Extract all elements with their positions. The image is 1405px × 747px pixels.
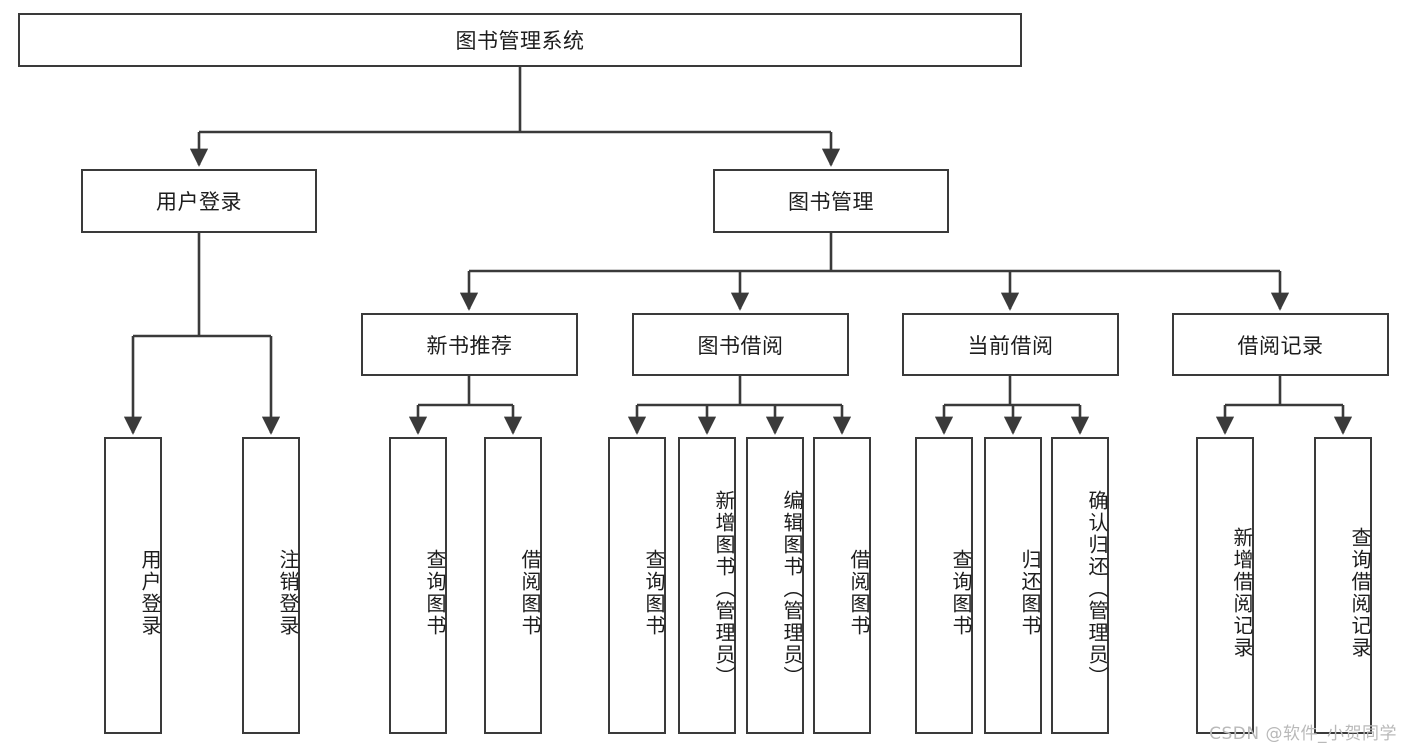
- leaf-new-book-0[interactable]: 查询图书: [389, 437, 447, 734]
- leaf-current-borrow-0-label: 查询图书: [949, 548, 973, 637]
- leaf-book-borrow-0-label: 查询图书: [642, 548, 666, 637]
- node-user-login-label: 用户登录: [156, 190, 242, 214]
- leaf-new-book-0-label: 查询图书: [423, 548, 447, 637]
- leaf-book-borrow-2-label: 编辑图书（管理员）: [780, 489, 804, 688]
- leaf-user-login-0-label: 用户登录: [138, 548, 162, 637]
- leaf-new-book-1[interactable]: 借阅图书: [484, 437, 542, 734]
- leaf-book-borrow-3-label: 借阅图书: [847, 548, 871, 637]
- leaf-user-login-1-label: 注销登录: [276, 548, 300, 637]
- leaf-current-borrow-1-label: 归还图书: [1018, 548, 1042, 637]
- node-root-label: 图书管理系统: [455, 29, 585, 53]
- node-current-borrow-label: 当前借阅: [967, 333, 1054, 358]
- node-user-login[interactable]: 用户登录: [81, 169, 317, 233]
- leaf-borrow-records-1[interactable]: 查询借阅记录: [1314, 437, 1372, 734]
- node-book-manage[interactable]: 图书管理: [713, 169, 949, 233]
- leaf-book-borrow-3[interactable]: 借阅图书: [813, 437, 871, 734]
- leaf-current-borrow-2-label: 确认归还（管理员）: [1085, 489, 1109, 688]
- leaf-new-book-1-label: 借阅图书: [518, 548, 542, 637]
- leaf-book-borrow-1[interactable]: 新增图书（管理员）: [678, 437, 736, 734]
- node-new-book-recommend[interactable]: 新书推荐: [361, 313, 578, 376]
- node-root[interactable]: 图书管理系统: [18, 13, 1022, 67]
- leaf-current-borrow-0[interactable]: 查询图书: [915, 437, 973, 734]
- node-book-borrow[interactable]: 图书借阅: [632, 313, 849, 376]
- leaf-book-borrow-1-label: 新增图书（管理员）: [712, 489, 736, 688]
- leaf-book-borrow-0[interactable]: 查询图书: [608, 437, 666, 734]
- node-book-manage-label: 图书管理: [788, 190, 874, 214]
- node-borrow-records[interactable]: 借阅记录: [1172, 313, 1389, 376]
- leaf-current-borrow-2[interactable]: 确认归还（管理员）: [1051, 437, 1109, 734]
- node-borrow-records-label: 借阅记录: [1237, 333, 1324, 358]
- node-current-borrow[interactable]: 当前借阅: [902, 313, 1119, 376]
- leaf-borrow-records-0-label: 新增借阅记录: [1230, 526, 1254, 659]
- leaf-user-login-1[interactable]: 注销登录: [242, 437, 300, 734]
- node-book-borrow-label: 图书借阅: [697, 333, 784, 358]
- leaf-book-borrow-2[interactable]: 编辑图书（管理员）: [746, 437, 804, 734]
- leaf-current-borrow-1[interactable]: 归还图书: [984, 437, 1042, 734]
- node-new-book-recommend-label: 新书推荐: [426, 333, 513, 358]
- leaf-user-login-0[interactable]: 用户登录: [104, 437, 162, 734]
- leaf-borrow-records-1-label: 查询借阅记录: [1348, 526, 1372, 659]
- leaf-borrow-records-0[interactable]: 新增借阅记录: [1196, 437, 1254, 734]
